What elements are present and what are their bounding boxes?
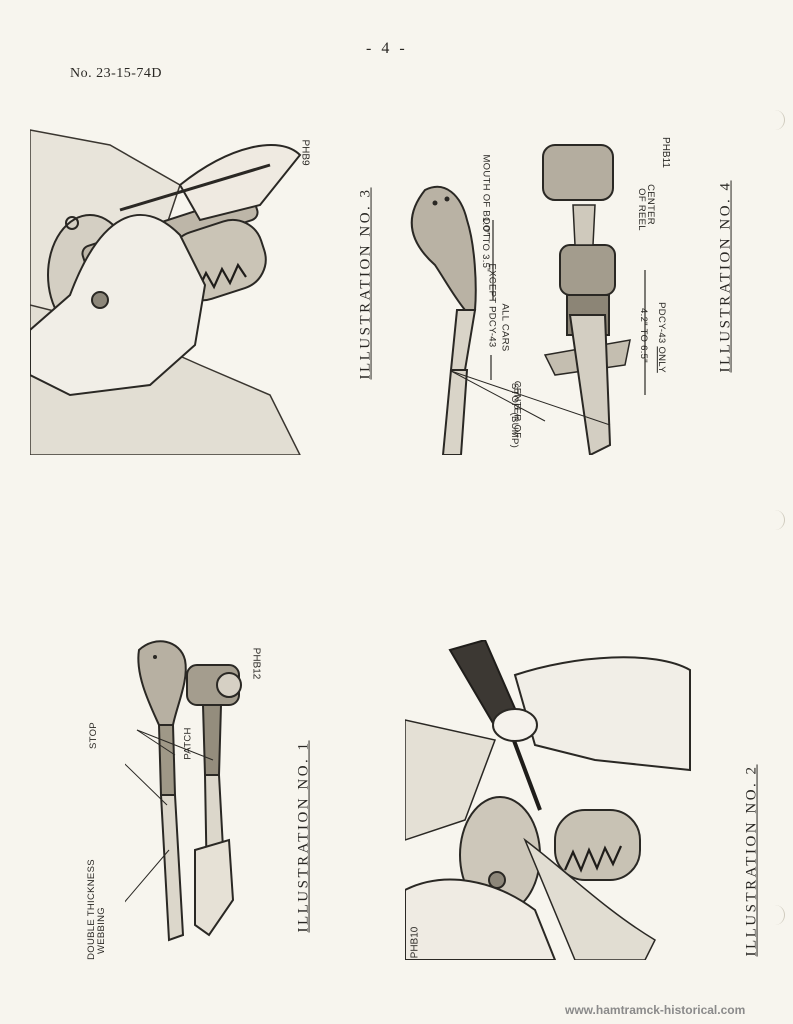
label-pdcy-prefix: PDCY-43 bbox=[655, 302, 667, 347]
watermark: www.hamtramck-historical.com bbox=[565, 1003, 746, 1017]
illustration-4-title: ILLUSTRATION NO. 4 bbox=[717, 180, 734, 373]
illustration-1-drawing bbox=[125, 640, 242, 942]
illustration-3-title: ILLUSTRATION NO. 3 bbox=[357, 187, 374, 380]
binding-mark-middle bbox=[758, 510, 785, 530]
illustration-4-drawing bbox=[410, 144, 646, 455]
label-patch: PATCH bbox=[182, 727, 194, 760]
illustration-2-drawing bbox=[405, 640, 691, 960]
illustration-3-drawing bbox=[30, 129, 302, 455]
label-all-cars: ALL CARS bbox=[499, 303, 511, 352]
label-pdcy-only-underlined: ONLY bbox=[655, 346, 667, 373]
illustration-4-code: PHB11 bbox=[659, 137, 671, 168]
illustration-1-title: ILLUSTRATION NO. 1 bbox=[295, 740, 312, 933]
illustration-2-code: PHB10 bbox=[409, 926, 421, 959]
label-center-of-reel-2: OF REEL bbox=[635, 188, 647, 231]
illustration-2-title: ILLUSTRATION NO. 2 bbox=[743, 764, 760, 957]
binding-mark-top bbox=[758, 110, 785, 130]
label-pdcy-only: PDCY-43 ONLY bbox=[656, 302, 667, 373]
illustration-3-code: PHB9 bbox=[299, 139, 311, 166]
label-except-pdcy: EXCEPT PDCY-43 bbox=[486, 263, 498, 348]
label-webbing: WEBBING bbox=[95, 907, 107, 954]
label-stop: STOP bbox=[87, 722, 99, 749]
binding-mark-bottom bbox=[758, 905, 785, 925]
page-number: - 4 - bbox=[366, 40, 408, 57]
illustration-1-code: PHB12 bbox=[250, 647, 262, 680]
document-number: No. 23-15-74D bbox=[70, 66, 163, 81]
label-center-of-stop-2: STOP (BUMP) bbox=[509, 382, 521, 449]
label-range-2: 4.2" TO 6.5" bbox=[637, 308, 649, 363]
